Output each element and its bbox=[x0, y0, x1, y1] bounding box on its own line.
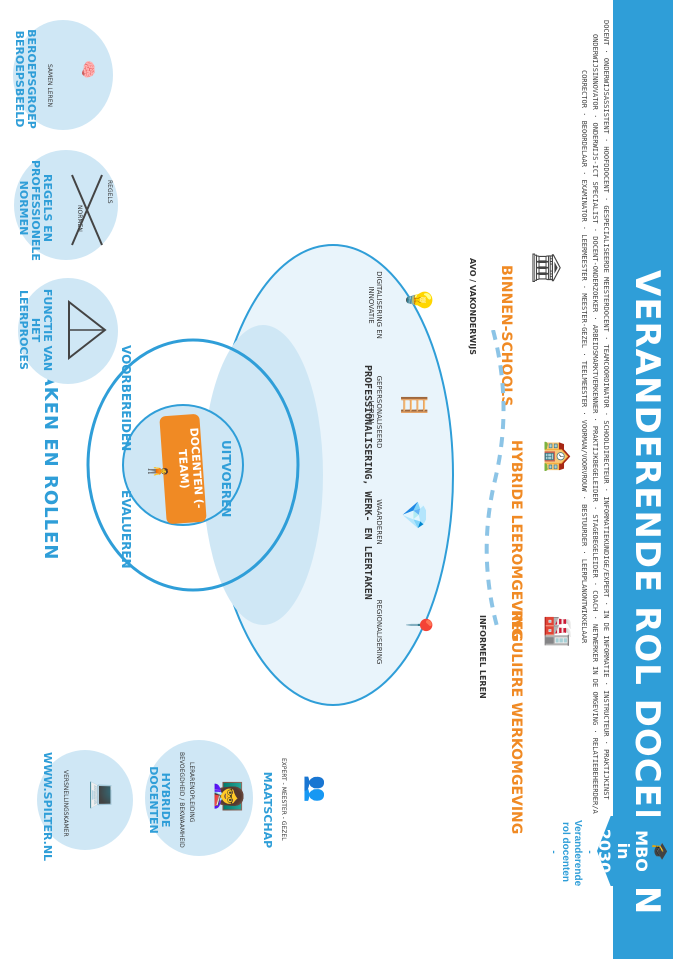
bubble-label: FUNCTIE VAN HET LEERPROCES bbox=[17, 288, 54, 372]
bubble-label: WWW.SPILTER.NL bbox=[41, 752, 54, 862]
school-icon: 🏛 bbox=[530, 250, 563, 286]
brain-icon: 🧠 bbox=[79, 60, 97, 79]
teacher-icon: 👩‍🏫 bbox=[213, 780, 243, 813]
mbo-logo: 🎓 MBO in 2030 bbox=[597, 816, 673, 886]
bubble-label: HYBRIDE DOCENTEN bbox=[147, 766, 172, 834]
bubble-label: BEROEPSGROEP BEROEPSBEELD bbox=[13, 29, 38, 129]
task-label: GEPERSONALISEERD LEREN bbox=[367, 375, 383, 449]
roles-line: ONDERWIJSINNOVATOR · ONDERWIJS-ICT SPECI… bbox=[591, 34, 599, 814]
environment-subtitle: AVO / VAKONDERWIJS bbox=[468, 258, 477, 355]
roles-line: DOCENT · ONDERWIJSASSISTENT · HOOFDDOCEN… bbox=[602, 20, 610, 800]
bubble-caption: EXPERT - MEESTER - GEZEL bbox=[280, 758, 287, 841]
bubble-caption: SAMEN LEREN bbox=[46, 64, 53, 107]
bubble-label: MAATSCHAP bbox=[261, 771, 274, 849]
cycle-top-label: UITVOEREN bbox=[219, 440, 233, 518]
bubble-label: REGELS EN PROFESSIONELE NORMEN bbox=[17, 160, 54, 261]
hybrid-icon: 🏫 bbox=[543, 440, 573, 473]
task-label: WAARDEREN bbox=[375, 499, 383, 545]
environment-title: REGULIERE WERKOMGEVING bbox=[508, 610, 524, 835]
laptop-icon: 💻 bbox=[89, 780, 117, 810]
map-pin-icon: 📍 bbox=[405, 610, 433, 640]
cycle-right-label: EVALUEREN bbox=[119, 490, 133, 569]
taken-en-rollen-label: TAKEN EN ROLLEN bbox=[40, 360, 61, 561]
logo-subtitle: - Veranderende rol docenten - bbox=[548, 820, 595, 887]
graduation-cap-icon: 🎓 bbox=[651, 842, 669, 861]
bubble-caption: BEVOEGDHEID / BEKWAAMHEID bbox=[178, 752, 185, 848]
bubble-caption: LERARENOPLEIDING bbox=[188, 762, 195, 823]
dashed-connector bbox=[484, 330, 506, 630]
bubble-caption: VERSNELLINGSKAMER bbox=[62, 770, 69, 837]
logo-line2: in 2030 bbox=[595, 828, 633, 874]
stairs-icon: 🪜 bbox=[400, 390, 428, 420]
diamond-icon: 💎 bbox=[400, 500, 428, 530]
cycle-left-label: VOORBEREIDEN bbox=[119, 345, 133, 452]
pyramid-icon bbox=[68, 300, 107, 360]
factory-icon: 🏭 bbox=[543, 615, 573, 648]
group-people-icon: 👥 bbox=[303, 775, 328, 803]
task-label: DIGITALISERING EN INNOVATIE bbox=[367, 271, 383, 339]
roles-line: CORRECTOR · BEOORDELAAR · EXAMINATOR · L… bbox=[580, 70, 588, 644]
crossed-tools-icon bbox=[71, 174, 103, 246]
bubble-caption: REGELS bbox=[106, 180, 113, 204]
task-cloud bbox=[203, 244, 454, 706]
task-label: REGIONALISERING bbox=[375, 599, 383, 665]
person-icon: 🧍 bbox=[147, 460, 168, 483]
logo-line1: MBO bbox=[632, 830, 651, 872]
header-banner: VERANDERENDE ROL DOCENTEN bbox=[613, 0, 673, 959]
lightbulb-icon: 💡 bbox=[405, 285, 433, 315]
